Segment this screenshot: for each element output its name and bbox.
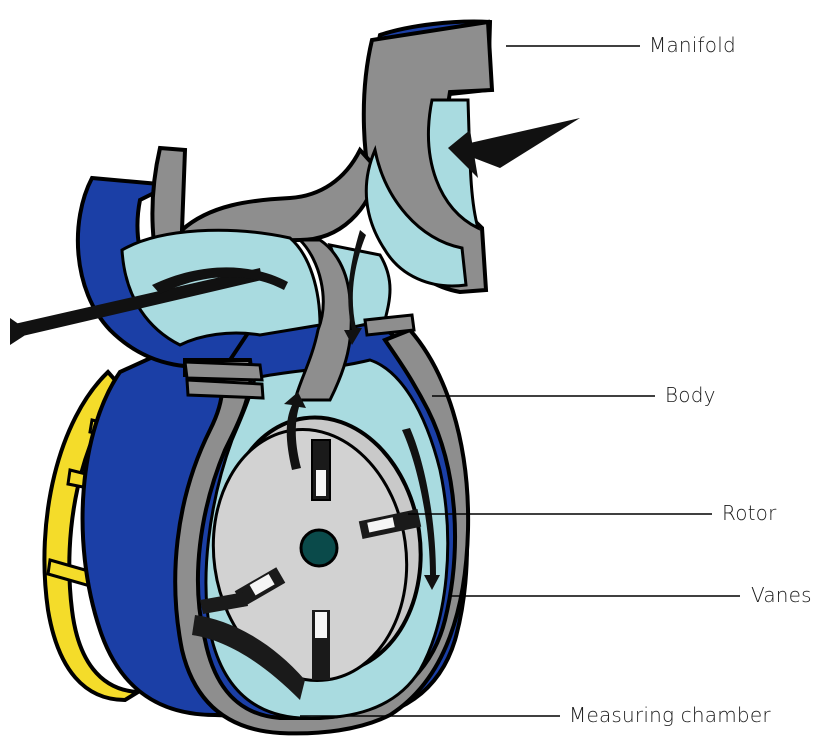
label-measuring-chamber: Measuring chamber [569,703,771,727]
label-rotor: Rotor [722,501,777,525]
label-manifold: Manifold [649,33,736,57]
manifold-shape [78,22,492,367]
label-vanes: Vanes [751,583,812,607]
rotor-hub [301,530,337,566]
label-body: Body [665,383,716,407]
